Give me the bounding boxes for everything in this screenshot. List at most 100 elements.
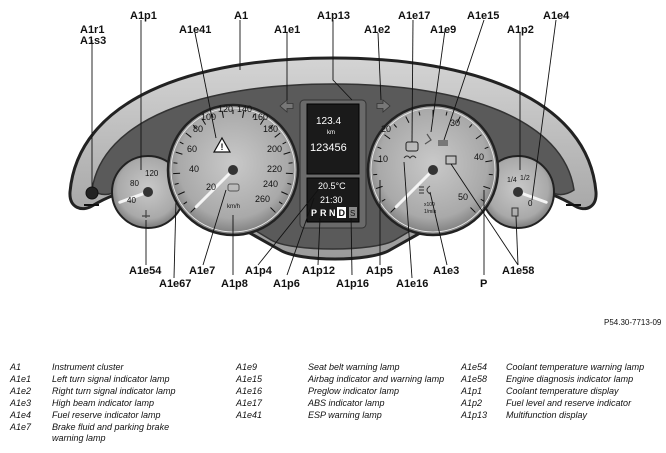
gauge-tick <box>390 207 396 213</box>
legend-desc: Coolant temperature warning lamp <box>506 362 645 372</box>
gauge-tick <box>274 132 281 138</box>
gauge-ticks <box>173 110 493 213</box>
gauge-tick <box>283 151 291 155</box>
gauge-tick <box>470 207 476 213</box>
gauge-tick <box>252 113 255 118</box>
legend-desc: Engine diagnosis indicator lamp <box>506 374 634 384</box>
gauge-tick <box>175 151 183 155</box>
speed-scale-220: 220 <box>267 164 282 174</box>
legend-desc: Instrument cluster <box>52 362 124 372</box>
speed-scale-260: 260 <box>255 194 270 204</box>
speed-scale-80: 80 <box>193 124 203 134</box>
legend-desc: ABS indicator lamp <box>308 398 385 408</box>
gauge-tick <box>281 191 288 196</box>
callout-A1e3: A1e3 <box>433 265 460 277</box>
trip-reading: 123.4 <box>316 116 341 127</box>
esp-warning-icon <box>212 136 232 153</box>
callout-A1e67: A1e67 <box>159 278 192 290</box>
upper-display <box>306 103 360 175</box>
callout-A1r1: A1r1 <box>80 24 105 36</box>
callout-A1e58: A1e58 <box>502 265 535 277</box>
gear-box-s: S <box>350 209 355 218</box>
gauge-tick <box>418 111 421 116</box>
legend-code: A1e4 <box>10 410 32 420</box>
rpm-scale-40: 40 <box>474 152 484 162</box>
instrument-cluster-drawing: ! 20 40 60 <box>68 19 598 279</box>
gauge-tick <box>221 110 224 118</box>
gauge-tick <box>373 160 381 163</box>
gauge-tick <box>278 201 283 205</box>
legend-desc: Fuel level and reserve indicator <box>506 398 632 408</box>
callout-A1e2: A1e2 <box>364 24 391 36</box>
gauge-tick <box>377 146 382 150</box>
speed-scale-120: 120 <box>218 104 233 114</box>
legend-code: A1e9 <box>236 362 258 372</box>
legend-desc: Multifunction display <box>506 410 588 420</box>
legend-desc: Coolant temperature display <box>506 386 619 396</box>
outside-temperature: 20.5°C <box>318 181 346 191</box>
gauge-tick <box>259 118 265 125</box>
legend-code: A1e1 <box>10 374 32 384</box>
legend-desc: Preglow indicator lamp <box>308 386 400 396</box>
gauge-tick <box>483 185 491 190</box>
legend-desc: Brake fluid and parking brake warning la… <box>52 422 170 443</box>
gauge-tick <box>211 113 214 118</box>
engine-diagnosis-icon <box>445 155 457 165</box>
legend-item: A1 Instrument cluster <box>10 362 202 373</box>
speed-scale-180: 180 <box>263 124 278 134</box>
gear-p: P <box>311 208 317 218</box>
fuel-scale-0: 0 <box>528 199 533 208</box>
legend-code: A1e15 <box>236 374 263 384</box>
coolant-needle-hub <box>143 187 153 197</box>
legend-code: A1e17 <box>236 398 263 408</box>
speed-scale-200: 200 <box>267 144 282 154</box>
callout-A1p8: A1p8 <box>221 278 248 290</box>
callout-A1e15: A1e15 <box>467 10 500 22</box>
instrument-cluster-figure: ! 20 40 60 <box>68 10 661 327</box>
legend-code: A1e54 <box>461 362 488 372</box>
gauge-tick <box>183 201 188 205</box>
legend-item: A1e54 Coolant temperature warning lamp <box>461 362 656 373</box>
legend-desc: High beam indicator lamp <box>52 398 155 408</box>
rpm-scale-20: 20 <box>381 124 391 134</box>
gauge-tick <box>468 124 473 128</box>
callout-A1p2: A1p2 <box>507 24 534 36</box>
speed-scale-20: 20 <box>206 182 216 192</box>
callout-A1s3: A1s3 <box>80 35 107 47</box>
callout-A1p12: A1p12 <box>302 265 336 277</box>
callout-A1e1: A1e1 <box>274 24 301 36</box>
rpm-scale-10: 10 <box>378 154 388 164</box>
gauge-tick <box>384 134 391 140</box>
speedometer-needle <box>194 168 235 209</box>
speedometer-needle-hub <box>228 165 238 175</box>
coolant-scale-120: 120 <box>145 169 159 178</box>
callout-A1p1: A1p1 <box>130 10 157 22</box>
legend-code: A1 <box>10 362 22 372</box>
gear-n: N <box>329 208 336 218</box>
callout-A1e17: A1e17 <box>398 10 431 22</box>
tachometer-needle-hub <box>428 165 438 175</box>
tachometer-needle <box>394 168 435 209</box>
svg-text:!: ! <box>221 142 224 152</box>
fuel-scale-half: 1/2 <box>520 175 530 182</box>
left-turn-signal-arrow-icon <box>279 99 294 113</box>
gauge-tick <box>178 191 185 196</box>
callout-A1e16: A1e16 <box>396 278 429 290</box>
coolant-scale-40: 40 <box>127 196 136 205</box>
gauge-tick <box>445 111 448 116</box>
fuel-scale-quarter: 1/4 <box>507 177 517 184</box>
odometer-reading: 123456 <box>310 142 347 154</box>
airbag-indicator-icon <box>438 140 448 146</box>
gauge-tick <box>456 116 461 124</box>
speed-scale-160: 160 <box>253 112 268 122</box>
